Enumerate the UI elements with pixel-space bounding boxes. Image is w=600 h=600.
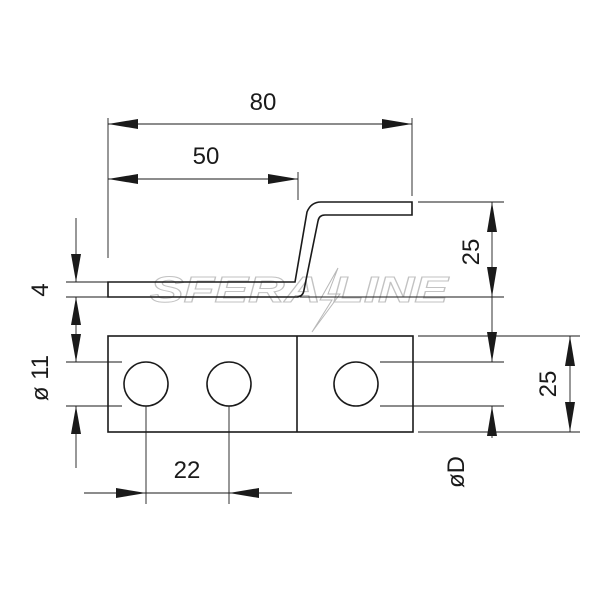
dim-label-25-upper: 25	[458, 239, 485, 266]
dim-label-22: 22	[174, 457, 201, 484]
watermark-text: SFERA LINE	[150, 269, 449, 310]
dim-label-25-lower: 25	[535, 371, 562, 398]
watermark: SFERA LINE	[150, 267, 450, 333]
hole-2	[206, 361, 252, 407]
dim-overall-length: 80	[107, 89, 413, 258]
dim-label-diameter-D: øD	[443, 456, 470, 488]
dim-label-50: 50	[193, 143, 220, 170]
dim-bend-offset: 50	[108, 143, 299, 200]
dim-label-80: 80	[250, 89, 277, 116]
dim-plate-width: 25	[418, 335, 580, 433]
plate-outline	[107, 335, 414, 433]
plan-view-plate	[107, 335, 414, 433]
dim-hole-pitch: 22	[84, 406, 292, 504]
dim-label-4: 4	[27, 283, 54, 296]
side-view-profile	[107, 201, 413, 298]
dim-thickness: 4	[27, 218, 108, 335]
hole-1	[123, 361, 169, 407]
dim-bend-height: 25	[300, 201, 504, 298]
hole-3	[333, 361, 379, 407]
dim-label-diameter-11: ø 11	[27, 355, 54, 401]
dim-hole-diameter: ø 11	[27, 334, 122, 468]
lightning-bolt-icon	[311, 267, 341, 333]
dim-conductor-diameter: øD	[380, 297, 504, 488]
